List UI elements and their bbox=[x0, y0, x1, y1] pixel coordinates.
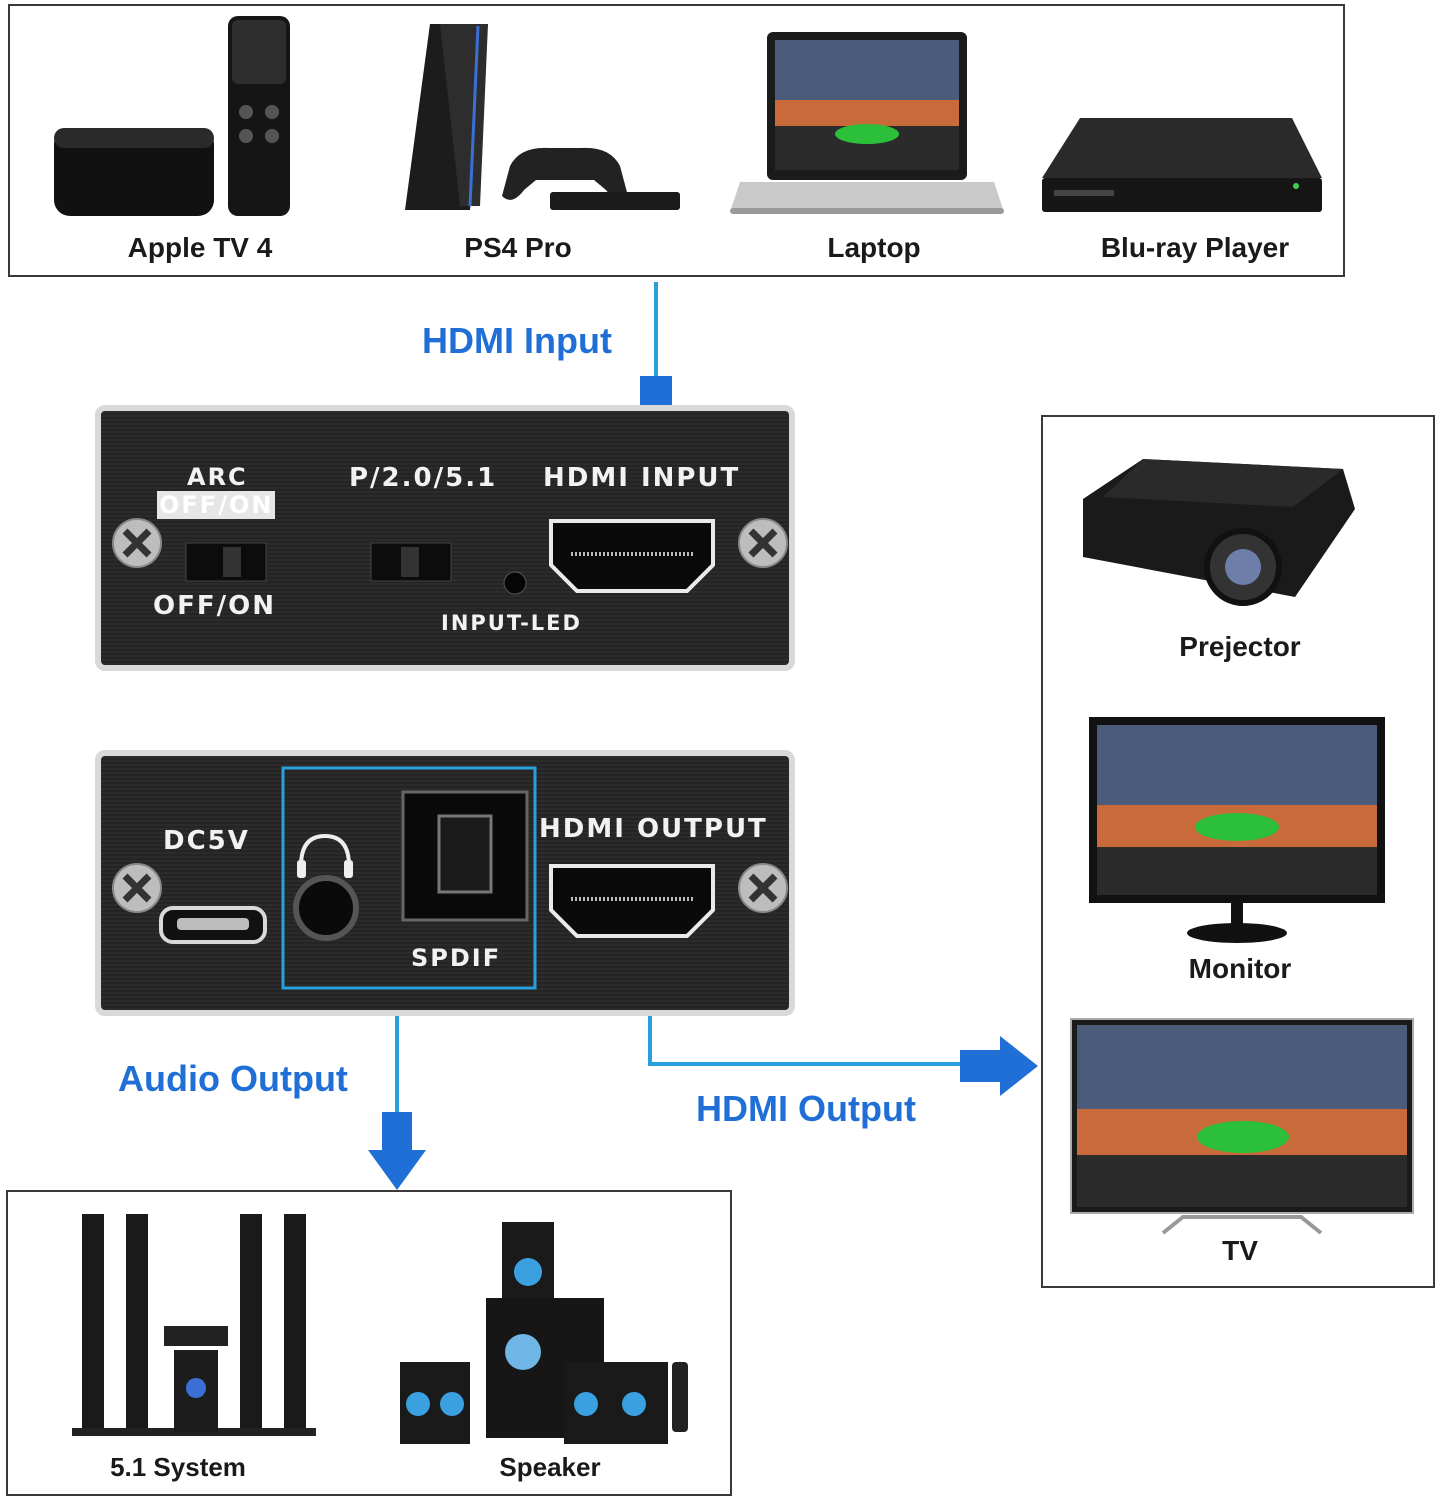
headphone-icon bbox=[299, 833, 351, 867]
audio-output-flow-label: Audio Output bbox=[118, 1058, 348, 1099]
hdmi-output-panel-label: HDMI OUTPUT bbox=[539, 814, 768, 844]
dc-label: DC5V bbox=[163, 826, 250, 856]
arc-label: ARC bbox=[187, 463, 248, 491]
spdif-label: SPDIF bbox=[411, 944, 502, 972]
audio-label-surround: 5.1 System bbox=[110, 1452, 246, 1482]
surround-system-icon bbox=[72, 1214, 316, 1436]
laptop-icon bbox=[730, 32, 1004, 214]
speaker-set-icon bbox=[400, 1222, 688, 1444]
hdmi-input-flow-label: HDMI Input bbox=[422, 320, 612, 361]
hdmi-output-flow-label: HDMI Output bbox=[696, 1088, 916, 1129]
output-panel: DC5V HDMI OUTPUT SPDIF bbox=[95, 750, 795, 1016]
display-label-monitor: Monitor bbox=[1188, 953, 1292, 984]
apple-tv-icon bbox=[54, 16, 290, 216]
input-led-label: INPUT-LED bbox=[441, 611, 582, 635]
display-label-tv: TV bbox=[1222, 1235, 1258, 1266]
source-label-ps4: PS4 Pro bbox=[464, 232, 572, 263]
source-label-apple-tv: Apple TV 4 bbox=[127, 232, 273, 263]
arc-sub-label: OFF/ON bbox=[157, 491, 276, 519]
audio-box: 5.1 System Speaker bbox=[6, 1190, 732, 1496]
ps4-console-icon bbox=[405, 24, 680, 210]
display-label-projector: Prejector bbox=[1179, 631, 1301, 662]
hdmi-input-panel-label: HDMI INPUT bbox=[543, 463, 741, 493]
sources-box: Apple TV 4 PS4 Pro Laptop Blu-ray Player bbox=[8, 4, 1345, 277]
output-panel-hardware bbox=[112, 766, 788, 990]
bluray-player-icon bbox=[1042, 118, 1322, 212]
monitor-icon bbox=[1089, 717, 1385, 943]
projector-icon bbox=[1083, 459, 1355, 606]
audio-ports-highlight bbox=[281, 766, 537, 990]
input-led-icon bbox=[503, 571, 527, 595]
audio-output-arrow bbox=[368, 1112, 426, 1190]
input-panel: ARC OFF/ON OFF/ON P/2.0/5.1 HDMI INPUT I… bbox=[95, 405, 795, 671]
headphone-jack-icon bbox=[293, 875, 359, 941]
audio-label-speaker: Speaker bbox=[499, 1452, 601, 1482]
source-label-bluray: Blu-ray Player bbox=[1100, 232, 1290, 263]
mode-label: P/2.0/5.1 bbox=[349, 463, 498, 493]
tv-icon bbox=[1070, 1018, 1414, 1235]
arc-switch-label: OFF/ON bbox=[153, 591, 276, 621]
source-label-laptop: Laptop bbox=[827, 232, 921, 263]
hdmi-output-arrow bbox=[960, 1036, 1038, 1096]
displays-box: Prejector Monitor TV bbox=[1041, 415, 1435, 1288]
input-panel-hardware bbox=[112, 518, 788, 595]
